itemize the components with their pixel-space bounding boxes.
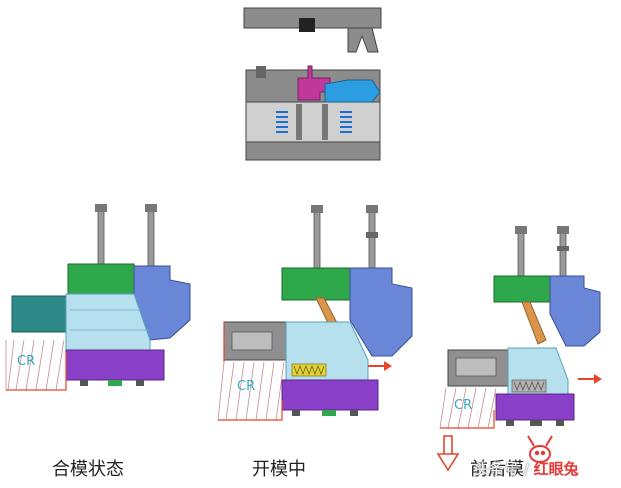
cr-hatch-1 (5, 339, 65, 391)
rod-right-1 (147, 207, 155, 269)
arrow-right-2 (368, 361, 392, 371)
angled-pin-3 (521, 301, 547, 345)
arrow-right-3 (578, 374, 602, 384)
top-fixed-plate (243, 7, 382, 53)
spring-right (340, 111, 352, 133)
green-plate-2 (281, 267, 351, 301)
rod-left-1 (97, 207, 105, 269)
panel-release (436, 226, 602, 472)
cr-label-release: CR (454, 398, 473, 413)
cr-label-closed: CR (17, 354, 36, 369)
cr-label-opening: CR (237, 379, 256, 394)
green-plate-1 (67, 263, 135, 295)
blue-slider-2 (349, 267, 413, 357)
caption-release: 前后模 (470, 459, 524, 480)
purple-base-3 (495, 393, 575, 421)
caption-closed: 合模状态 (52, 459, 124, 480)
rabbit-logo-icon (527, 435, 553, 463)
watermark-prefix: 头条号 (474, 460, 520, 478)
watermark-brand: 红眼兔 (533, 460, 579, 478)
green-plate-3 (493, 275, 551, 303)
top-schematic (243, 7, 382, 161)
mold-body-1 (65, 293, 151, 353)
spring-left (276, 111, 288, 133)
caption-opening: 开模中 (252, 459, 306, 480)
cr-hatch-3 (439, 387, 497, 429)
purple-base-2 (281, 379, 379, 411)
watermark: 头条号 / 红眼兔 (474, 458, 579, 479)
teal-core-1 (11, 295, 71, 333)
panel-opening (217, 205, 413, 421)
watermark-separator: / (519, 460, 534, 478)
purple-base-1 (65, 349, 165, 381)
cr-hatch-2 (217, 361, 285, 421)
panel-closed (5, 204, 191, 391)
blue-slider-3 (549, 275, 601, 347)
top-moving-block (245, 65, 381, 161)
arrow-down-3 (436, 435, 460, 472)
